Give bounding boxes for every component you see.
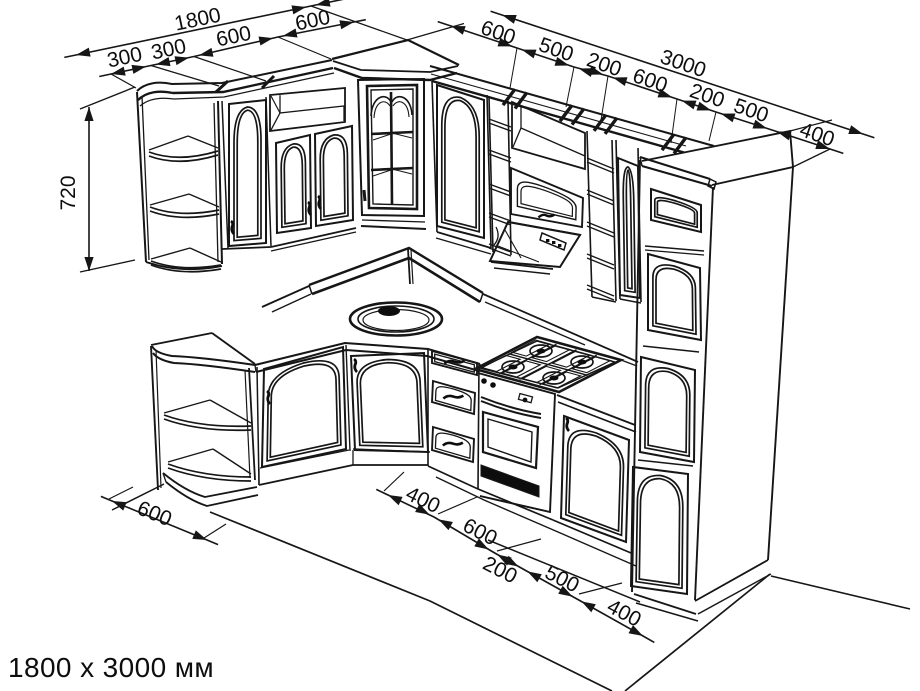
svg-text:720: 720 (57, 175, 80, 210)
svg-text:1800 x 3000 мм: 1800 x 3000 мм (8, 652, 214, 683)
